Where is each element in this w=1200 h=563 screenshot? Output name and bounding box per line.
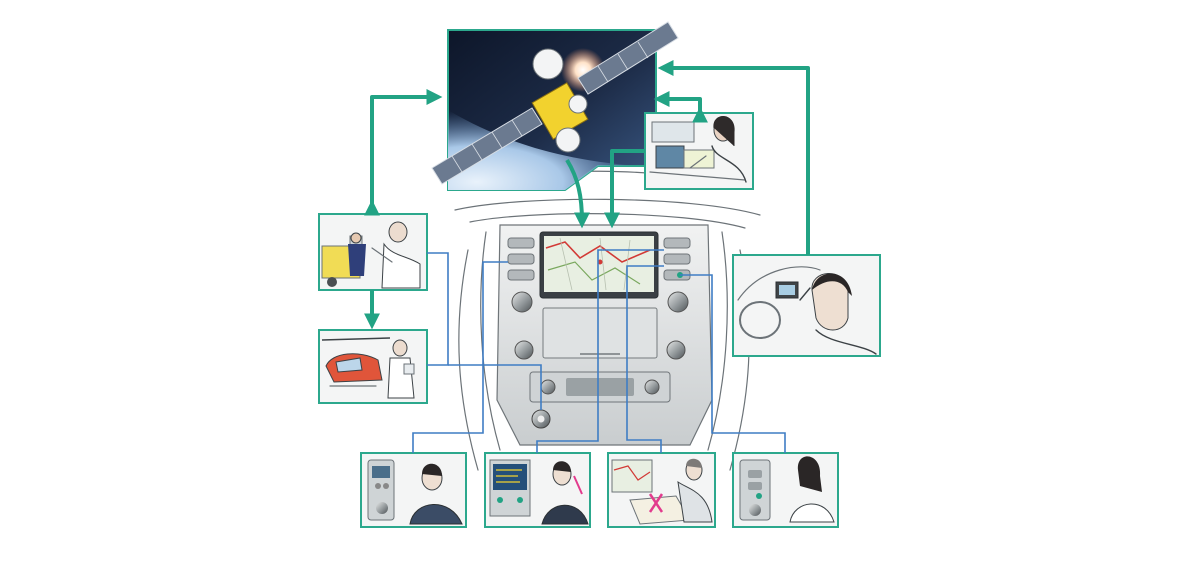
wire-connections (412, 249, 786, 453)
driver-glance-icon (737, 266, 877, 355)
wire-console-to-phone-display (536, 249, 664, 453)
wire-console-to-passenger (680, 274, 786, 453)
satellite-panel (431, 21, 679, 191)
tow-truck-icon (321, 221, 421, 289)
data-connections (364, 60, 810, 330)
phone-display-panel (484, 452, 591, 528)
driver-on-phone-icon (367, 459, 463, 525)
air-rescue-panel (318, 329, 428, 404)
phone-display-icon (489, 459, 589, 525)
map-route-icon (611, 458, 713, 525)
satellite-icon (431, 21, 679, 185)
wire-console-to-hands-free (412, 261, 508, 453)
operator-headset-icon (649, 116, 747, 183)
map-planning-panel (607, 452, 716, 528)
helicopter-icon (321, 337, 415, 399)
passenger-service-panel (732, 452, 839, 528)
link-callcenter-satellite (653, 91, 708, 123)
passenger-icon (739, 456, 835, 523)
call-center-panel (644, 112, 754, 190)
wire-console-to-map-planning (626, 265, 664, 453)
hands-free-call-panel (360, 452, 467, 528)
link-satellite-console (565, 158, 590, 229)
roadside-assistance-panel (318, 213, 428, 291)
wire-roadside-to-console (427, 252, 449, 366)
driver-eye-check-panel (732, 254, 881, 357)
wire-rescue-to-console (448, 364, 542, 410)
dashboard-console (454, 170, 761, 471)
link-satellite-roadside (364, 89, 443, 216)
link-driver-satellite (657, 60, 810, 255)
link-callcenter-console (604, 149, 645, 229)
